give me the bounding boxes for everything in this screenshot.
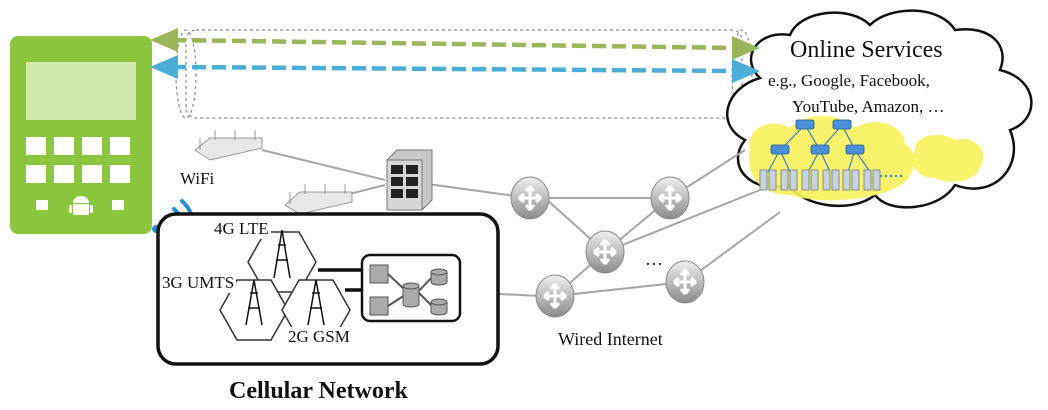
router-icon <box>650 176 690 220</box>
router-icon <box>585 230 625 274</box>
online-services-title: Online Services <box>790 37 943 63</box>
cell-tower-icon <box>245 229 325 326</box>
services-examples-line1: e.g., Google, Facebook, <box>768 71 930 90</box>
blue-tunnel-arrow <box>150 55 760 83</box>
gsm-label: 2G GSM <box>286 327 352 347</box>
network-switch-icons <box>770 119 865 155</box>
smartphone-icon <box>10 36 152 234</box>
server-rack-icon <box>386 149 433 211</box>
android-icon <box>69 196 93 215</box>
database-icon <box>402 268 448 316</box>
router-icon <box>665 260 705 304</box>
router-icon <box>510 176 550 220</box>
wifi-label: WiFi <box>180 169 215 188</box>
wired-internet-label: Wired Internet <box>558 329 663 349</box>
access-point-icon <box>194 130 263 161</box>
server-icons <box>759 169 881 191</box>
services-examples-line2: YouTube, Amazon, … <box>792 97 945 116</box>
green-tunnel-arrow <box>150 28 760 60</box>
access-point-icon <box>284 184 353 215</box>
more-routers-ellipsis: … <box>645 249 663 269</box>
router-icon <box>535 274 575 318</box>
lte-label: 4G LTE <box>212 219 271 239</box>
cellular-network-label: Cellular Network <box>229 378 408 404</box>
umts-label: 3G UMTS <box>160 273 237 293</box>
cell-hexagons <box>219 231 351 341</box>
